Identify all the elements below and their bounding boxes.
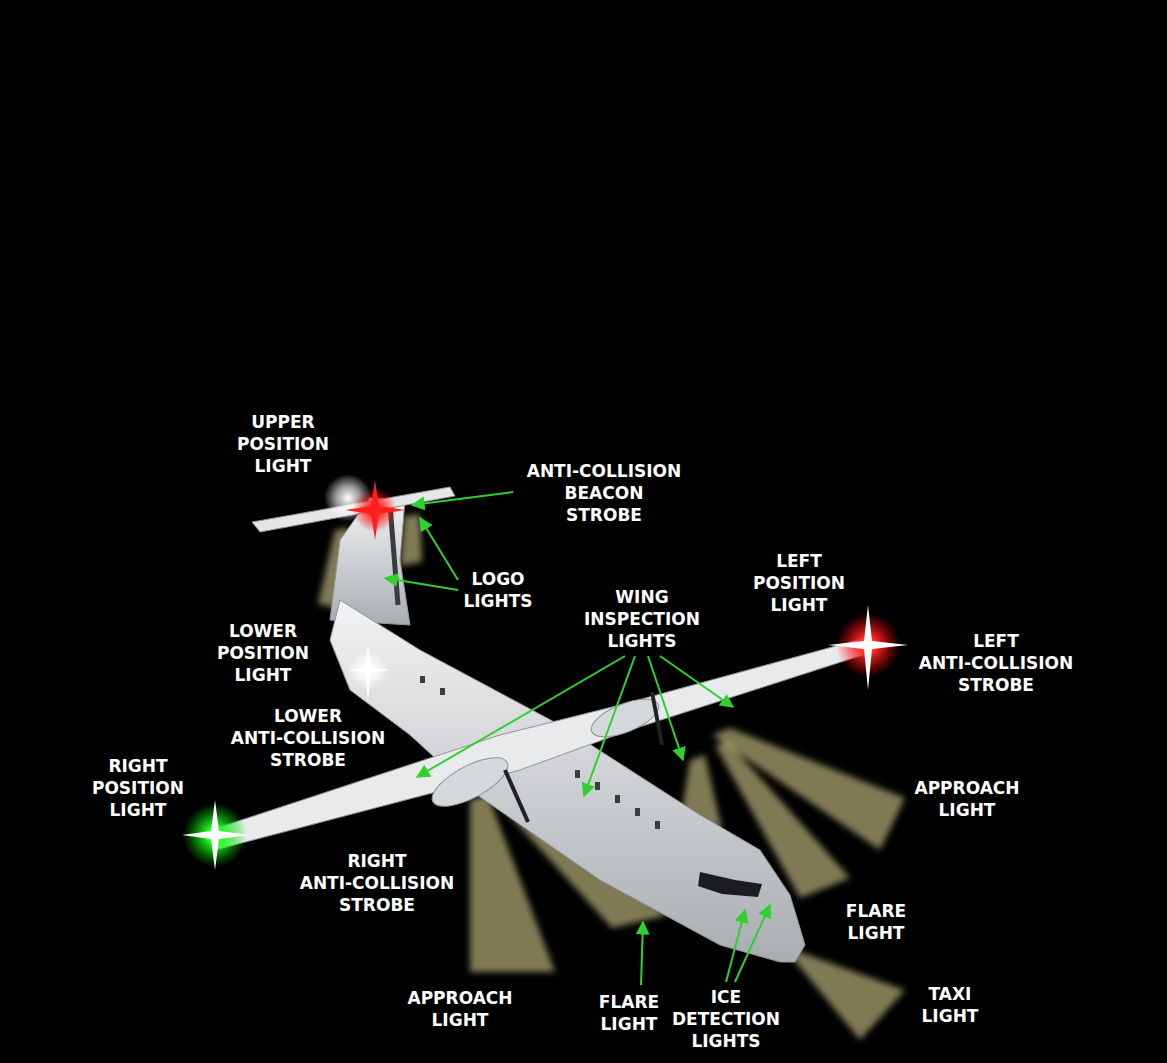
label-line: APPROACH — [407, 988, 512, 1008]
label-line: LOWER — [274, 706, 342, 726]
part-label: ICE DETECTION LIGHTS — [672, 986, 780, 1052]
label-line: RIGHT — [347, 851, 406, 871]
leader-line — [412, 492, 513, 505]
part-label: LEFT POSITION LIGHT — [753, 550, 845, 616]
label-line: POSITION — [92, 778, 184, 798]
part-label: RIGHT POSITION LIGHT — [92, 755, 184, 821]
label-line: APPROACH — [914, 778, 1019, 798]
label-line: STROBE — [270, 750, 346, 770]
leader-line — [641, 922, 643, 985]
leader-line — [726, 910, 745, 982]
label-line: WING — [615, 587, 668, 607]
leader-line — [417, 656, 625, 777]
label-line: ANTI-COLLISION — [300, 873, 455, 893]
part-label: WING INSPECTION LIGHTS — [584, 586, 700, 652]
label-line: STROBE — [958, 675, 1034, 695]
leader-line — [385, 578, 458, 590]
windshield — [698, 872, 762, 897]
propeller — [505, 770, 528, 822]
label-line: DETECTION — [672, 1009, 780, 1029]
label-line: LIGHT — [922, 1006, 979, 1026]
label-line: LIGHT — [235, 665, 292, 685]
label-line: ANTI-COLLISION — [527, 461, 682, 481]
label-line: LIGHT — [771, 595, 828, 615]
label-line: LIGHTS — [463, 591, 532, 611]
label-line: LIGHT — [432, 1010, 489, 1030]
window — [635, 808, 640, 816]
part-label: FLARE LIGHT — [599, 991, 659, 1035]
label-line: FLARE — [599, 992, 659, 1012]
label-line: INSPECTION — [584, 609, 700, 629]
label-line: POSITION — [237, 434, 329, 454]
leader-line — [420, 518, 458, 580]
taxi-beam — [790, 952, 905, 1040]
label-line: RIGHT — [108, 756, 167, 776]
part-label: RIGHT ANTI-COLLISION STROBE — [300, 850, 455, 916]
window — [655, 821, 660, 829]
label-line: STROBE — [339, 895, 415, 915]
window — [575, 770, 580, 778]
label-line: STROBE — [566, 505, 642, 525]
label-line: LIGHT — [110, 800, 167, 820]
part-label: UPPER POSITION LIGHT — [237, 411, 329, 477]
wing — [205, 638, 872, 850]
right-engine-nacelle — [425, 748, 514, 816]
label-line: LIGHT — [939, 800, 996, 820]
part-label: APPROACH LIGHT — [407, 987, 512, 1031]
label-line: POSITION — [217, 643, 309, 663]
label-line: LIGHTS — [691, 1031, 760, 1051]
label-line: BEACON — [565, 483, 644, 503]
left-engine-nacelle — [586, 692, 663, 745]
part-label: ANTI-COLLISION BEACON STROBE — [527, 460, 682, 526]
part-label: LEFT ANTI-COLLISION STROBE — [919, 630, 1074, 696]
window — [615, 795, 620, 803]
lower-strobe-star — [348, 645, 390, 700]
leader-line — [735, 905, 770, 982]
window — [420, 676, 425, 683]
part-label: LOWER POSITION LIGHT — [217, 620, 309, 686]
beacon-star — [345, 480, 405, 540]
label-line: LOGO — [471, 569, 524, 589]
leader-line — [648, 656, 683, 760]
label-line: LIGHT — [601, 1014, 658, 1034]
label-line: POSITION — [753, 573, 845, 593]
label-line: LIGHTS — [607, 631, 676, 651]
label-line: ANTI-COLLISION — [919, 653, 1074, 673]
part-label: FLARE LIGHT — [846, 900, 906, 944]
part-label: LOGO LIGHTS — [463, 568, 532, 612]
leader-line — [660, 656, 733, 707]
label-line: FLARE — [846, 901, 906, 921]
label-line: LEFT — [776, 551, 822, 571]
label-line: TAXI — [929, 984, 972, 1004]
propeller — [652, 692, 662, 745]
label-line: ANTI-COLLISION — [231, 728, 386, 748]
label-line: LOWER — [229, 621, 297, 641]
window — [595, 782, 600, 790]
leader-line — [584, 656, 635, 796]
left-strobe-star — [828, 605, 908, 690]
leader-lines — [385, 492, 770, 985]
label-line: LEFT — [973, 631, 1019, 651]
part-label: TAXI LIGHT — [922, 983, 979, 1027]
part-label: APPROACH LIGHT — [914, 777, 1019, 821]
label-line: LIGHT — [255, 456, 312, 476]
label-line: ICE — [711, 987, 741, 1007]
part-label: LOWER ANTI-COLLISION STROBE — [231, 705, 386, 771]
label-line: LIGHT — [848, 923, 905, 943]
right-strobe-star — [182, 800, 250, 870]
window — [440, 688, 445, 695]
label-line: UPPER — [251, 412, 314, 432]
